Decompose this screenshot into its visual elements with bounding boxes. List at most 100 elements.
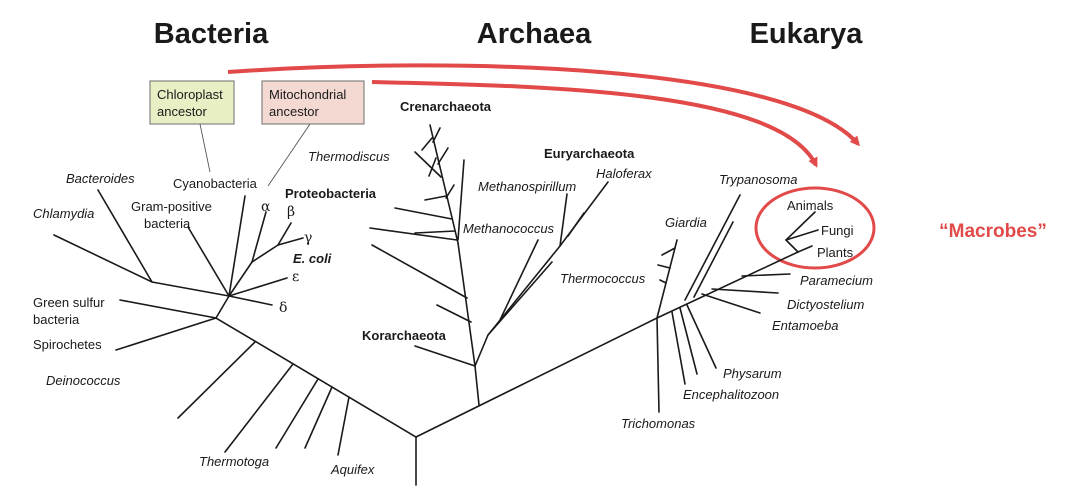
branch-crenarchaeota — [429, 124, 459, 244]
domain-title-eukarya: Eukarya — [750, 18, 864, 50]
label-paramecium: Paramecium — [800, 273, 873, 288]
branch-thermotoga-sister — [275, 378, 319, 449]
giardia-twig-3 — [659, 279, 667, 284]
branch-physarum — [686, 304, 717, 369]
domain-title-archaea: Archaea — [477, 18, 592, 50]
macrobes-label: “Macrobes” — [939, 221, 1047, 242]
label-trypanosoma: Trypanosoma — [719, 172, 798, 187]
branch-encephalitozoon-sister — [679, 307, 698, 375]
label-spirochetes: Spirochetes — [33, 337, 102, 352]
endosymbiosis-arrows — [227, 63, 860, 168]
eukarya-trunk — [656, 251, 799, 319]
cren-twig-13 — [436, 304, 472, 323]
branch-methanococcus — [499, 239, 539, 321]
branch-trypanosoma — [684, 194, 741, 301]
chloroplast-box-line2: ancestor — [157, 104, 208, 119]
branch-delta — [228, 295, 273, 306]
giardia-twig-1 — [661, 247, 676, 256]
branch-green-sulfur — [119, 299, 217, 319]
cren-twig-6 — [424, 195, 447, 201]
label-methanococcus: Methanococcus — [463, 221, 555, 236]
label-thermodiscus: Thermodiscus — [308, 149, 390, 164]
label-chlamydia: Chlamydia — [33, 206, 94, 221]
domain-title-bacteria: Bacteria — [154, 18, 269, 50]
cren-twig-5 — [414, 151, 442, 178]
bacteria-crown-stem — [215, 295, 230, 319]
cren-twig-4 — [437, 147, 449, 165]
mitochondrial-box-line2: ancestor — [269, 104, 320, 119]
label-animals: Animals — [787, 198, 834, 213]
mitochondrial-ancestor-box: Mitochondrial ancestor — [261, 80, 365, 125]
archaea-trunk — [457, 242, 480, 406]
label-green-sulfur-1: Green sulfur — [33, 295, 105, 310]
branch-entamoeba — [701, 293, 761, 314]
branch-giardia — [656, 239, 678, 319]
cren-twig-3 — [428, 157, 437, 177]
branch-cyanobacteria — [228, 195, 246, 297]
label-encephalitozoon: Encephalitozoon — [683, 387, 779, 402]
cren-twig-9 — [414, 230, 456, 234]
branch-beta — [277, 222, 292, 246]
branch-korarchaeota — [414, 345, 476, 367]
cren-twig-8 — [394, 207, 453, 220]
branch-fungi — [785, 229, 819, 241]
bacteria-trunk — [215, 317, 417, 438]
branch-gamma — [277, 237, 304, 246]
label-thermococcus: Thermococcus — [560, 271, 646, 286]
label-gamma: γ — [304, 230, 312, 246]
label-giardia: Giardia — [665, 215, 707, 230]
branch-thermococcus — [487, 261, 553, 336]
label-thermotoga: Thermotoga — [199, 454, 269, 469]
label-epsilon: ε — [292, 269, 299, 285]
euryarchaeota-stem — [474, 245, 561, 367]
label-delta: δ — [279, 300, 287, 316]
mitochondrial-connector — [267, 123, 311, 187]
archaea-eukarya-trunk — [415, 317, 658, 438]
label-beta: β — [287, 204, 295, 220]
tree-branches — [53, 124, 819, 486]
branch-eury-minor — [567, 212, 585, 237]
chloroplast-arrow — [227, 63, 860, 147]
label-aquifex: Aquifex — [330, 462, 375, 477]
branch-deinococcus-lower — [224, 363, 294, 453]
label-ecoli: E. coli — [293, 251, 332, 266]
label-physarum: Physarum — [723, 366, 782, 381]
branch-epsilon — [228, 277, 288, 297]
mitochondrial-arrow — [371, 80, 818, 168]
label-fungi: Fungi — [821, 223, 854, 238]
branch-gram-positive — [187, 226, 230, 297]
branch-thermotoga — [304, 386, 333, 449]
label-cyanobacteria: Cyanobacteria — [173, 176, 258, 191]
branch-deinococcus-upper — [177, 341, 256, 419]
label-green-sulfur-2: bacteria — [33, 312, 80, 327]
cren-twig-10 — [457, 159, 465, 241]
label-korarchaeota: Korarchaeota — [362, 328, 447, 343]
cren-twig-7 — [445, 184, 455, 199]
branch-methanospirillum — [559, 193, 568, 247]
label-haloferax: Haloferax — [596, 166, 652, 181]
label-deinococcus: Deinococcus — [46, 373, 121, 388]
label-trichomonas: Trichomonas — [621, 416, 696, 431]
label-proteobacteria: Proteobacteria — [285, 186, 377, 201]
label-entamoeba: Entamoeba — [772, 318, 839, 333]
branch-beta-gamma — [251, 244, 279, 263]
chloroplast-connector — [199, 123, 211, 173]
giardia-twig-2 — [657, 264, 671, 269]
label-methanospirillum: Methanospirillum — [478, 179, 576, 194]
branch-trichomonas — [656, 317, 660, 413]
label-crenarchaeota: Crenarchaeota — [400, 99, 492, 114]
branch-trypanosoma-sister — [693, 221, 734, 298]
branch-alpha — [251, 211, 267, 263]
branch-plants — [797, 245, 813, 253]
label-gram-positive-1: Gram-positive — [131, 199, 212, 214]
label-euryarchaeota: Euryarchaeota — [544, 146, 635, 161]
cren-twig-11 — [369, 227, 458, 241]
branch-paramecium — [741, 273, 791, 277]
cren-twig-12 — [371, 244, 468, 299]
cren-twig-2 — [432, 127, 441, 143]
branch-aquifex — [337, 396, 350, 456]
branch-bacteroides — [97, 189, 153, 283]
chloroplast-ancestor-box: Chloroplast ancestor — [149, 80, 235, 125]
label-gram-positive-2: bacteria — [144, 216, 191, 231]
